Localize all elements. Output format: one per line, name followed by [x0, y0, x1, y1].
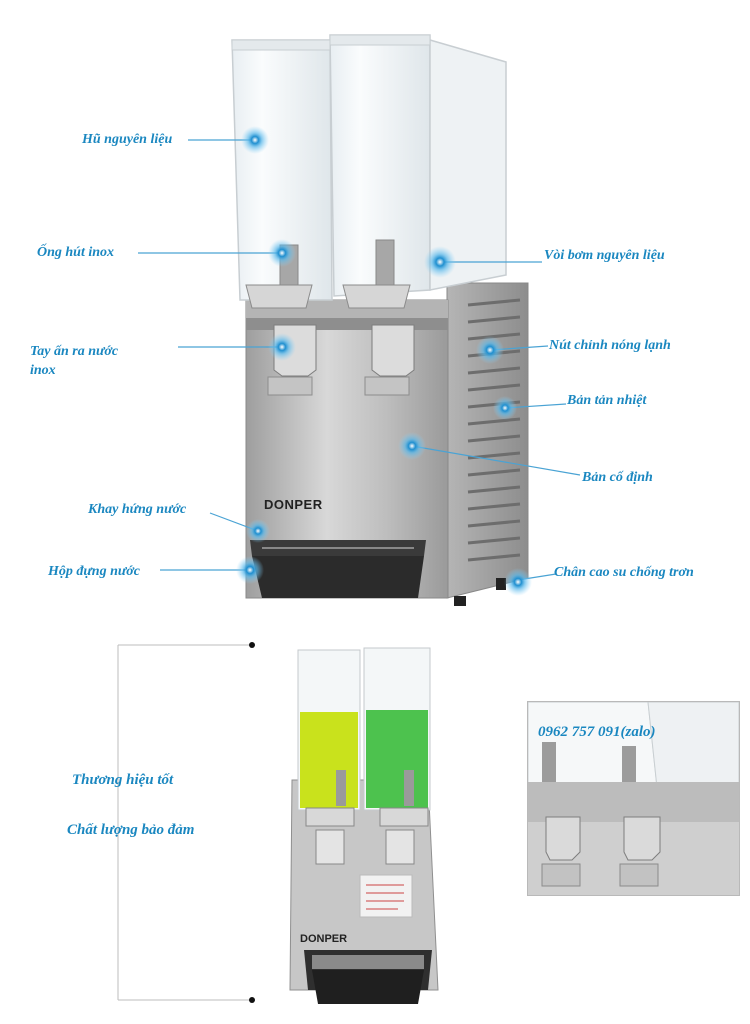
label-tay-an-ra-nuoc: Tay ấn ra nước — [30, 344, 119, 359]
tap-blocks — [245, 284, 411, 309]
label-hu-nguyen-lieu: Hũ nguyên liệu — [82, 132, 173, 147]
closeup-image — [528, 702, 739, 895]
label-nut-chinh-nong-lanh: Nút chỉnh nóng lạnh — [549, 338, 671, 353]
label-ong-hut-inox: Ống hút inox — [37, 245, 115, 260]
drip-tray — [250, 540, 426, 598]
hotspot-dots — [236, 126, 532, 596]
feature-thuong-hieu: Thương hiệu tốt — [72, 772, 174, 788]
label-ban-co-dinh: Bản cố định — [582, 470, 653, 485]
contact-phone[interactable]: 0962 757 091(zalo) — [538, 724, 656, 740]
brand-logo-top: DONPER — [264, 497, 323, 512]
label-khay-hung-nuoc: Khay hứng nước — [88, 502, 187, 517]
label-chan-cao-su: Chân cao su chống trơn — [554, 565, 694, 580]
label-voi-bom-nguyen-lieu: Vòi bơm nguyên liệu — [544, 248, 665, 263]
label-ban-tan-nhiet: Bản tản nhiệt — [567, 393, 647, 408]
feature-bracket — [117, 642, 255, 1003]
feature-chat-luong: Chất lượng bảo đảm — [67, 822, 195, 838]
closeup-inset — [527, 701, 740, 896]
side-panel — [446, 282, 529, 599]
label-hop-dung-nuoc: Hộp đựng nước — [48, 564, 140, 579]
push-levers — [267, 324, 415, 396]
label-tay-an-ra-nuoc-line2: inox — [30, 363, 56, 378]
brand-logo-small: DONPER — [300, 933, 348, 945]
small-machine — [289, 647, 439, 1004]
